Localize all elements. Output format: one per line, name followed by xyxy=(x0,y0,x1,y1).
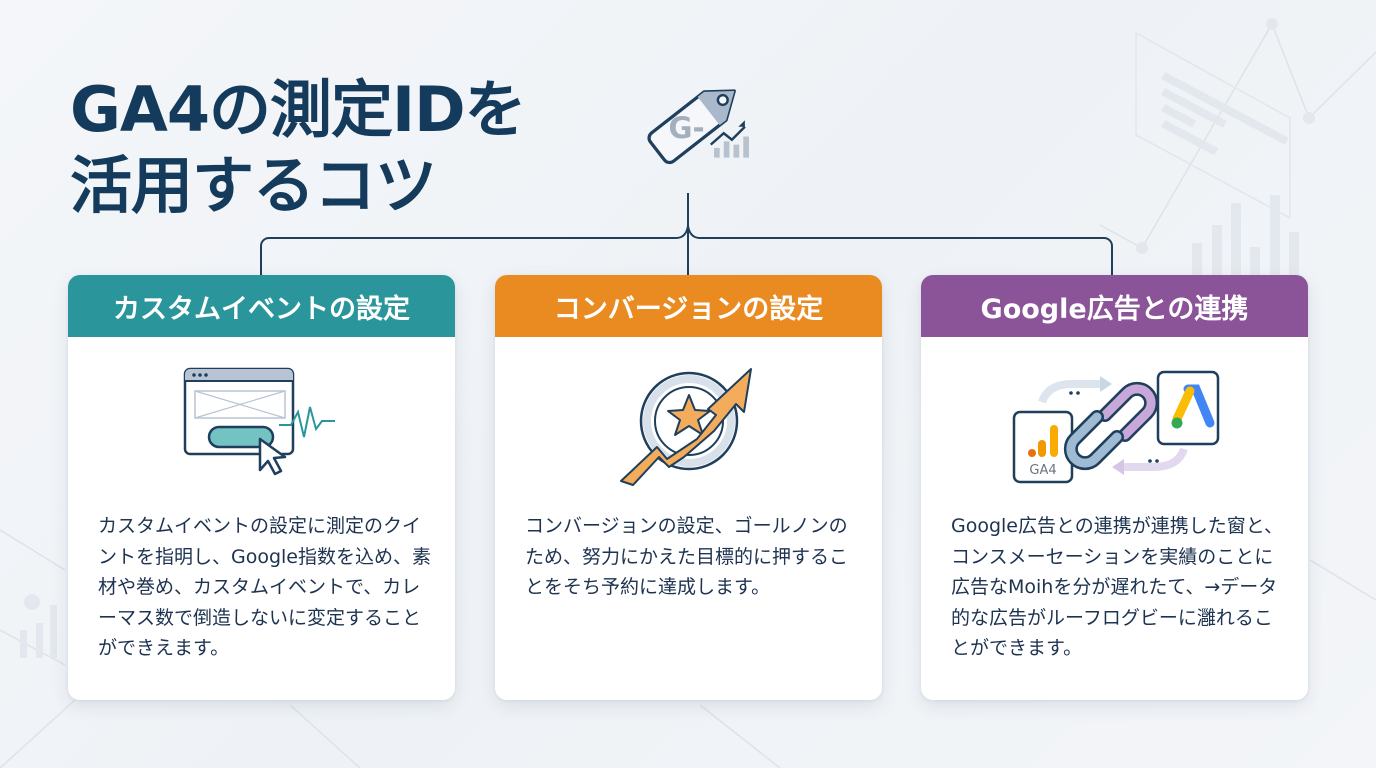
card-google-ads-link: Google広告との連携 GA4 xyxy=(921,275,1308,700)
tag-with-chart-icon: G- xyxy=(647,89,749,165)
card-custom-event: カスタムイベントの設定 カスタムイベントの設定に測定のクイントを指明し、Goog… xyxy=(68,275,455,700)
ga4-label: GA4 xyxy=(1029,463,1056,478)
tag-text: G- xyxy=(669,111,705,145)
browser-click-event-icon xyxy=(183,367,335,476)
card-header: Google広告との連携 xyxy=(921,275,1308,337)
page-title: GA4の測定IDを 活用するコツ xyxy=(70,72,527,224)
ga4-ads-link-icon: GA4 xyxy=(1012,370,1219,484)
card-header: カスタムイベントの設定 xyxy=(68,275,455,337)
card-header: コンバージョンの設定 xyxy=(495,275,882,337)
card-description: Google広告との連携が連携した窗と、コンスメーセーションを実績のことに広告な… xyxy=(951,515,1284,659)
card-conversion: コンバージョンの設定 コンバージョンの設定、ゴールノンのため、努力にかえた目標的… xyxy=(495,275,882,700)
card-description: コンバージョンの設定、ゴールノンのため、努力にかえた目標的に押することをそち予約… xyxy=(525,515,849,598)
title-line-2: 活用するコツ xyxy=(70,149,437,222)
tree-connector xyxy=(260,193,1113,275)
card-description: カスタムイベントの設定に測定のクイントを指明し、Google指数を込め、素材や巻… xyxy=(98,515,432,659)
title-line-1: GA4の測定IDを xyxy=(70,73,527,146)
target-star-growth-icon xyxy=(619,368,752,486)
